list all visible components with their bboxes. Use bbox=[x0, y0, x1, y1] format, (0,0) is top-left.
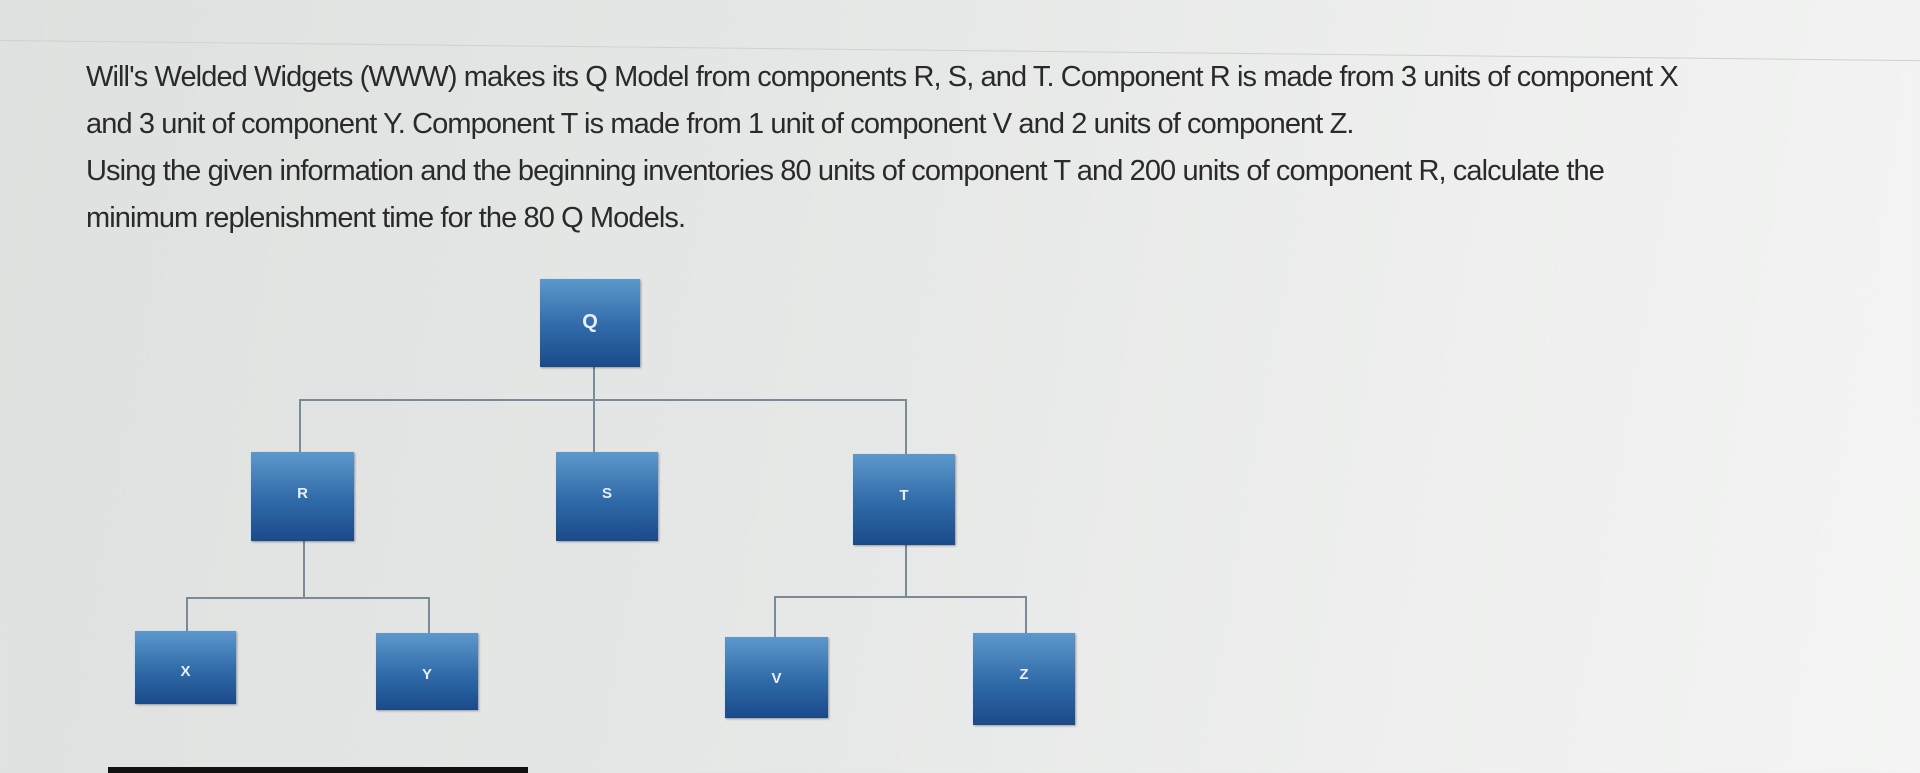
connector-r-stem bbox=[303, 541, 305, 598]
connector-q-stem bbox=[593, 367, 595, 400]
node-x: X bbox=[135, 631, 236, 704]
node-label: R bbox=[297, 484, 308, 502]
question-text: Will's Welded Widgets (WWW) makes its Q … bbox=[86, 54, 1916, 242]
node-label: X bbox=[180, 663, 191, 681]
connector-x-drop bbox=[186, 598, 188, 631]
node-v: V bbox=[725, 637, 828, 718]
question-line: and 3 unit of component Y. Component T i… bbox=[86, 108, 1354, 140]
connector-t-drop bbox=[905, 400, 907, 454]
node-label: Z bbox=[1019, 665, 1029, 683]
connector-r-drop bbox=[299, 400, 301, 452]
connector-y-drop bbox=[428, 598, 430, 633]
connector-t-children-bar bbox=[774, 596, 1027, 598]
node-label: S bbox=[601, 484, 612, 502]
node-r: R bbox=[251, 452, 354, 541]
connector-v-drop bbox=[774, 597, 776, 637]
connector-s-drop bbox=[593, 400, 595, 452]
bottom-edge-bar bbox=[108, 767, 528, 773]
node-q: Q bbox=[540, 279, 640, 367]
question-line: Will's Welded Widgets (WWW) makes its Q … bbox=[86, 61, 1679, 93]
node-t: T bbox=[853, 454, 955, 545]
node-label: V bbox=[771, 669, 782, 687]
node-label: Q bbox=[582, 311, 598, 333]
connector-t-stem bbox=[905, 545, 907, 597]
connector-z-drop bbox=[1025, 597, 1027, 633]
node-z: Z bbox=[973, 633, 1075, 725]
question-line: minimum replenishment time for the 80 Q … bbox=[86, 202, 686, 234]
node-y: Y bbox=[376, 633, 478, 710]
question-line: Using the given information and the begi… bbox=[86, 155, 1605, 187]
node-label: Y bbox=[421, 665, 432, 683]
connector-level1-bar bbox=[299, 399, 907, 401]
node-label: T bbox=[899, 486, 909, 504]
node-s: S bbox=[556, 452, 658, 541]
connector-r-children-bar bbox=[186, 597, 430, 599]
